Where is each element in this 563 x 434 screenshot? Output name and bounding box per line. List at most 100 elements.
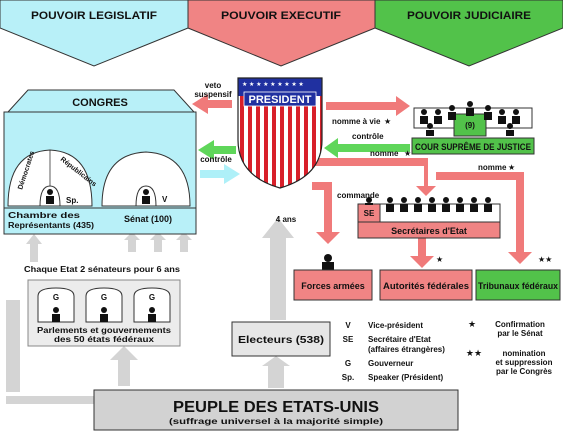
nomme-secretaires-arrow bbox=[310, 158, 436, 196]
controle-court-label: contrôle bbox=[352, 132, 384, 141]
arrow-people-voters bbox=[262, 218, 294, 320]
electeurs-box bbox=[231, 321, 331, 357]
nomme-tribunaux-label: nomme bbox=[478, 163, 507, 172]
parliament-label-1: Parlements et gouvernements bbox=[37, 326, 172, 335]
quatre-ans-label: 4 ans bbox=[276, 215, 297, 224]
secretaires: SE Secrétaires d'Etat bbox=[357, 197, 501, 239]
legislative-title: POUVOIR LEGISLATIF bbox=[31, 10, 157, 22]
speaker-code: Sp. bbox=[66, 196, 78, 205]
legend-key-1: SE bbox=[343, 335, 354, 344]
legend-star-desc-1-3: par le Congrès bbox=[496, 367, 553, 376]
forces-label: Forces armées bbox=[301, 281, 365, 291]
arrow-people-house-2 bbox=[150, 232, 166, 252]
people-arrows bbox=[6, 218, 294, 404]
arrow-people-house-1 bbox=[124, 232, 140, 252]
arrow-people-base bbox=[6, 396, 94, 404]
nomme-tribunaux-star: ★ bbox=[508, 163, 515, 172]
nomme-a-vie-arrow bbox=[326, 96, 410, 116]
executive-title: POUVOIR EXECUTIF bbox=[221, 10, 341, 22]
nomme-secretaires-label: nomme bbox=[370, 149, 399, 158]
legend-key-4: Sp. bbox=[342, 373, 354, 382]
judicial-banner bbox=[374, 0, 563, 67]
arrow-people-electeurs bbox=[262, 356, 290, 388]
secretaires-label-box bbox=[357, 221, 501, 239]
legend-star-desc-0-1: Confirmation bbox=[495, 320, 545, 329]
senate-label: Sénat (100) bbox=[124, 214, 172, 224]
governor-code-2: G bbox=[101, 293, 107, 302]
svg-text:★ ★ ★ ★ ★ ★ ★ ★ ★: ★ ★ ★ ★ ★ ★ ★ ★ ★ bbox=[242, 81, 304, 88]
commande-arrow bbox=[312, 182, 340, 244]
court-judges bbox=[420, 101, 520, 136]
congress-title: CONGRES bbox=[72, 97, 128, 109]
tribunaux-box bbox=[475, 269, 561, 301]
executive-banner bbox=[187, 0, 376, 67]
governor-code-3: G bbox=[149, 293, 155, 302]
senators-note: Chaque Etat 2 sénateurs pour 6 ans bbox=[24, 265, 181, 274]
parliament-label-2: des 50 états fédéraux bbox=[54, 335, 155, 344]
judicial-title: POUVOIR JUDICIAIRE bbox=[407, 10, 531, 22]
veto-label-1: veto bbox=[205, 81, 222, 90]
states: Chaque Etat 2 sénateurs pour 6 ans G G G… bbox=[24, 265, 181, 347]
tribunaux-label: Tribunaux fédéraux bbox=[478, 281, 558, 291]
nomme-a-vie-label: nomme à vie bbox=[332, 117, 381, 126]
legend-desc-1: Secrétaire d'Etat bbox=[368, 335, 431, 344]
governor-figures bbox=[52, 307, 156, 322]
house-label-1: Chambre des bbox=[8, 211, 81, 220]
arrow-people-states bbox=[110, 346, 138, 386]
legislative-banner bbox=[0, 0, 189, 67]
legend-star-key-1: ★★ bbox=[466, 348, 482, 358]
legend-desc-4: Speaker (Président) bbox=[368, 373, 443, 382]
people-title: PEUPLE DES ETATS-UNIS bbox=[173, 399, 379, 416]
state-houses bbox=[37, 287, 171, 323]
legend-key-3: G bbox=[345, 359, 351, 368]
arrow-people-left bbox=[6, 300, 20, 392]
court-label-box bbox=[411, 137, 535, 155]
congress: CONGRES Démocrates Républicains Sp. V Ch… bbox=[3, 89, 197, 235]
header-banners: POUVOIR LEGISLATIF POUVOIR EXECUTIF POUV… bbox=[0, 0, 563, 67]
speaker-figure bbox=[47, 189, 53, 195]
legend-star-key-0: ★ bbox=[468, 319, 476, 329]
tribunaux-stars: ★★ bbox=[538, 255, 552, 264]
vp-figure bbox=[143, 189, 149, 195]
secretaires-code: SE bbox=[364, 209, 375, 218]
speaker-body bbox=[46, 196, 54, 204]
power-arrows: veto suspensif nomme à vie ★ contrôle co… bbox=[192, 81, 552, 268]
electeurs-label: Electeurs (538) bbox=[238, 335, 324, 346]
court-label: COUR SUPRÊME DE JUSTICE bbox=[415, 141, 531, 152]
secretaires-label: Secrétaires d'Etat bbox=[391, 226, 467, 236]
legend: V Vice-président SE Secrétaire d'Etat (a… bbox=[342, 319, 553, 382]
executive-boxes: Forces armées Autorités fédérales Tribun… bbox=[293, 254, 561, 301]
autorites-box bbox=[379, 269, 473, 301]
shield-union bbox=[238, 78, 322, 96]
people-subtitle: (suffrage universel à la majorité simple… bbox=[169, 417, 383, 426]
court-count: (9) bbox=[465, 121, 475, 130]
controle-congress-label: contrôle bbox=[200, 155, 232, 164]
forces-figure-body bbox=[322, 262, 334, 270]
legend-key-0: V bbox=[345, 321, 351, 330]
autorites-star: ★ bbox=[436, 255, 443, 264]
president-label: PRESIDENT bbox=[249, 94, 312, 106]
shield-outline bbox=[237, 77, 323, 189]
arrow-people-senate bbox=[176, 232, 192, 252]
legend-desc-2: (affaires étrangères) bbox=[368, 345, 445, 354]
controle-court-arrow bbox=[324, 138, 410, 158]
commande-label: commande bbox=[337, 191, 380, 200]
veto-arrow bbox=[192, 94, 232, 114]
legend-star-desc-1-1: nomination bbox=[502, 349, 545, 358]
forces-box bbox=[293, 269, 373, 301]
legend-desc-3: Gouverneur bbox=[368, 359, 413, 368]
controle-congress-green-arrow bbox=[198, 140, 236, 160]
autorites-label: Autorités fédérales bbox=[383, 281, 469, 291]
secretaires-figures bbox=[365, 197, 492, 212]
veto-label-2: suspensif bbox=[194, 90, 232, 99]
senate-dome bbox=[101, 151, 191, 207]
vp-code: V bbox=[162, 195, 168, 204]
arrow-people-house-body bbox=[30, 240, 38, 262]
governor-code-1: G bbox=[53, 293, 59, 302]
house-label-2: Représentants (435) bbox=[8, 221, 94, 230]
legend-star-desc-1-2: et suppression bbox=[496, 358, 553, 367]
nomme-tribunaux-arrow bbox=[436, 172, 532, 264]
legend-desc-0: Vice-président bbox=[368, 321, 423, 330]
